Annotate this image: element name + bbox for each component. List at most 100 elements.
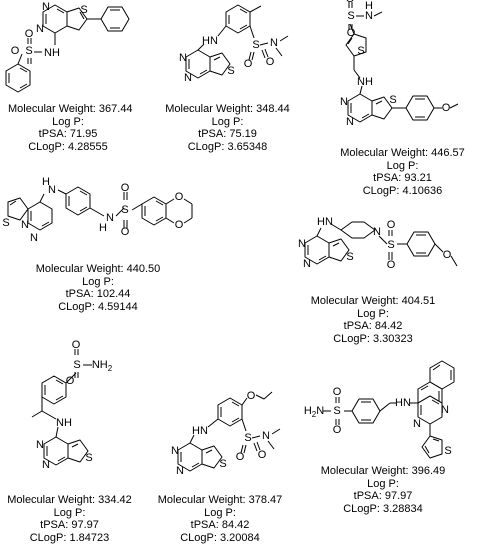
atom-nh: NH — [357, 76, 373, 88]
atom-o: O — [387, 219, 396, 231]
atom-o: O — [333, 424, 342, 436]
atom-n: N — [373, 226, 381, 238]
atom-h: H — [42, 176, 50, 188]
atom-n: N — [179, 52, 187, 64]
mw-line: Molecular Weight: 334.42 — [7, 494, 132, 506]
atom-n: N — [30, 232, 38, 244]
clogp-line: CLogP: 4.59144 — [58, 300, 138, 313]
atom-o: O — [121, 182, 130, 194]
atom-n: N — [441, 404, 449, 416]
atom-n: N — [270, 37, 278, 49]
logp-line: Log P: — [53, 506, 86, 519]
clogp-line: CLogP: 3.20084 — [180, 531, 260, 544]
atom-n: N — [42, 459, 50, 471]
atom-s: S — [389, 94, 396, 106]
atom-n: N — [48, 184, 56, 196]
clogp-line: CLogP: 4.10636 — [362, 184, 443, 197]
atom-n: N — [36, 23, 44, 35]
mw-line: Molecular Weight: 446.57 — [340, 147, 465, 159]
atom-s: S — [252, 39, 259, 51]
tpsa-line: tPSA: 84.42 — [190, 519, 250, 531]
properties-compound-4: Molecular Weight: 440.50 Log P: tPSA: 10… — [28, 263, 168, 313]
mw-line: Molecular Weight: 396.49 — [320, 465, 446, 477]
atom-s: S — [85, 452, 92, 464]
properties-compound-5: Molecular Weight: 404.51 Log P: tPSA: 84… — [303, 295, 443, 345]
structure-compound-3: O S O N H S NH N N S O — [340, 0, 459, 128]
atom-s: S — [347, 10, 354, 22]
atom-s: S — [387, 239, 394, 251]
atom-h: H — [365, 0, 373, 12]
atom-nh: NH — [56, 417, 72, 429]
properties-compound-1: Molecular Weight: 367.44 Log P: tPSA: 71… — [8, 103, 133, 153]
atom-o: O — [175, 219, 184, 231]
atom-n: N — [21, 219, 29, 231]
atom-n: N — [184, 72, 192, 84]
atom-h2n: H2N — [304, 405, 324, 419]
atom-o: O — [247, 390, 256, 402]
properties-compound-8: Molecular Weight: 396.49 Log P: tPSA: 97… — [313, 465, 453, 515]
atom-hn: HN — [202, 35, 218, 47]
clogp-line: CLogP: 1.84723 — [29, 531, 110, 544]
clogp-line: CLogP: 3.28834 — [343, 502, 423, 515]
logp-line: Log P: — [386, 159, 419, 172]
mw-line: Molecular Weight: 404.51 — [310, 295, 436, 307]
clogp-line: CLogP: 4.28555 — [28, 140, 108, 153]
logp-line: Log P: — [211, 115, 244, 128]
atom-nh2: NH2 — [92, 359, 113, 373]
atom-hn: HN — [192, 425, 208, 437]
tpsa-line: tPSA: 97.97 — [353, 490, 413, 502]
atom-o: O — [266, 56, 275, 68]
atom-n: N — [171, 445, 179, 457]
atom-o: O — [244, 58, 253, 70]
structure-compound-7: O HN S O O N N N S — [171, 390, 281, 477]
structure-compound-4: S N N H N H N S O O O O — [2, 176, 193, 244]
atom-o: O — [347, 27, 356, 39]
atom-o: O — [11, 45, 20, 57]
atom-o: O — [387, 259, 396, 271]
atom-n: N — [340, 96, 348, 108]
tpsa-line: tPSA: 75.19 — [198, 128, 257, 140]
mw-line: Molecular Weight: 378.47 — [157, 494, 283, 506]
tpsa-line: tPSA: 71.95 — [38, 128, 98, 140]
atom-o: O — [443, 249, 452, 261]
atom-s: S — [73, 359, 80, 371]
atom-s: S — [80, 4, 87, 16]
atom-n: N — [303, 258, 311, 270]
structure-compound-6: O S O NH2 NH N N S — [31, 339, 113, 471]
atom-s: S — [346, 251, 353, 263]
atom-s: S — [244, 432, 251, 444]
atom-o: O — [72, 339, 81, 351]
atom-o: O — [442, 102, 451, 114]
properties-compound-2: Molecular Weight: 348.44 Log P: tPSA: 75… — [160, 103, 295, 153]
tpsa-line: tPSA: 84.42 — [343, 320, 403, 332]
tpsa-line: tPSA: 97.97 — [40, 519, 99, 531]
atom-o: O — [66, 375, 75, 387]
atom-s: S — [333, 405, 340, 417]
atom-n: N — [413, 418, 421, 430]
logp-line: Log P: — [367, 477, 399, 490]
logp-line: Log P: — [82, 275, 114, 288]
clogp-line: CLogP: 3.30323 — [333, 332, 413, 345]
atom-s: S — [227, 65, 234, 77]
mw-line: Molecular Weight: 440.50 — [35, 263, 161, 275]
atom-o: O — [258, 449, 267, 461]
atom-s: S — [2, 217, 9, 229]
structure-compound-8: H2N O S O HN N N S — [304, 360, 455, 459]
atom-o: O — [25, 28, 34, 40]
atom-n: N — [176, 465, 184, 477]
atom-s: S — [357, 45, 364, 57]
clogp-line: CLogP: 3.65348 — [187, 140, 268, 153]
logp-line: Log P: — [357, 307, 389, 320]
atom-n: N — [106, 212, 114, 224]
mw-line: Molecular Weight: 367.44 — [8, 103, 133, 115]
properties-compound-3: Molecular Weight: 446.57 Log P: tPSA: 93… — [335, 147, 470, 197]
tpsa-line: tPSA: 93.21 — [373, 172, 432, 184]
atom-nh: NH — [44, 47, 60, 59]
atom-n: N — [36, 439, 44, 451]
atom-hn: HN — [317, 216, 333, 228]
atom-n: N — [42, 1, 50, 13]
logp-line: Log P: — [204, 506, 236, 519]
structure-compound-1: N N S NH S O O — [5, 1, 130, 93]
atom-hn: HN — [395, 397, 411, 409]
